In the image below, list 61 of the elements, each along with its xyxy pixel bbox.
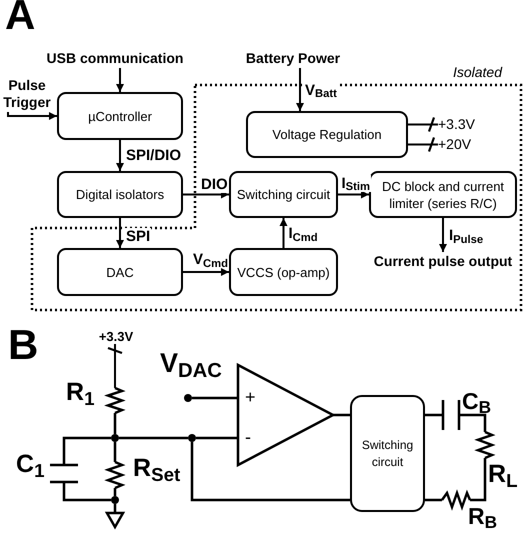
component-label: R$_{B}$ (468, 505, 498, 528)
supply-line (106, 344, 124, 388)
arrow (338, 190, 369, 198)
supply-line (408, 136, 438, 153)
wire (62, 482, 111, 502)
process-box: DC block and current limiter (series R/C) (369, 171, 517, 218)
wire (459, 414, 486, 432)
input-sign: + (245, 388, 256, 406)
component-label: V$_{DAC}$ (160, 350, 222, 377)
text-label: USB communication (45, 48, 185, 68)
panel-letter: B (8, 324, 38, 366)
text-label: Pulse Trigger (0, 76, 54, 112)
arrow (183, 190, 229, 198)
component-label: C$_{1}$ (16, 452, 44, 477)
text-label: Current pulse output (368, 252, 518, 270)
wire (114, 488, 116, 496)
text-label: +3.3V (94, 328, 138, 344)
edge-label: DIO (200, 176, 229, 192)
arrow (116, 140, 124, 171)
arrow (116, 218, 124, 248)
region-label: Isolated (452, 64, 502, 80)
arrow (439, 218, 447, 252)
process-box: Digital isolators (57, 171, 183, 218)
wire (114, 504, 116, 512)
edge-label: I$_{Pulse}$ (448, 227, 484, 244)
process-box: DAC (57, 248, 183, 296)
edge-label: V$_{Batt}$ (304, 82, 338, 98)
arrow (296, 68, 304, 111)
process-box: µController (57, 92, 183, 140)
component-label: R$_{L}$ (488, 462, 518, 487)
arrow (183, 268, 229, 276)
process-box: Switching circuit (350, 395, 425, 512)
wire (470, 458, 486, 502)
text-label: +3.3V (438, 116, 480, 133)
edge-label: V$_{Cmd}$ (192, 251, 230, 268)
process-box: Voltage Regulation (246, 111, 408, 158)
supply-line (408, 116, 438, 133)
input-sign: - (245, 428, 251, 446)
wire (62, 436, 111, 465)
arrow (280, 218, 288, 248)
wire (196, 436, 238, 440)
process-box: Switching circuit (229, 171, 338, 218)
wire (425, 414, 443, 416)
arrow (116, 68, 124, 92)
component-label: R$_{Set}$ (133, 456, 180, 481)
wire (114, 442, 116, 462)
edge-label: I$_{Cmd}$ (288, 225, 319, 242)
component-label: C$_{B}$ (462, 390, 492, 413)
process-box: VCCS (op-amp) (229, 248, 338, 296)
edge-label: I$_{Stim}$ (340, 174, 372, 192)
arrow (7, 112, 57, 120)
text-label: +20V (438, 136, 480, 153)
wire (114, 413, 116, 434)
wire (333, 414, 350, 416)
component-label: R$_{1}$ (66, 380, 94, 405)
edge-label: SPI/DIO (125, 146, 182, 164)
wire (119, 436, 188, 440)
wire (190, 442, 350, 502)
wire (425, 498, 442, 502)
wire (192, 396, 238, 400)
text-label: Battery Power (232, 48, 354, 68)
